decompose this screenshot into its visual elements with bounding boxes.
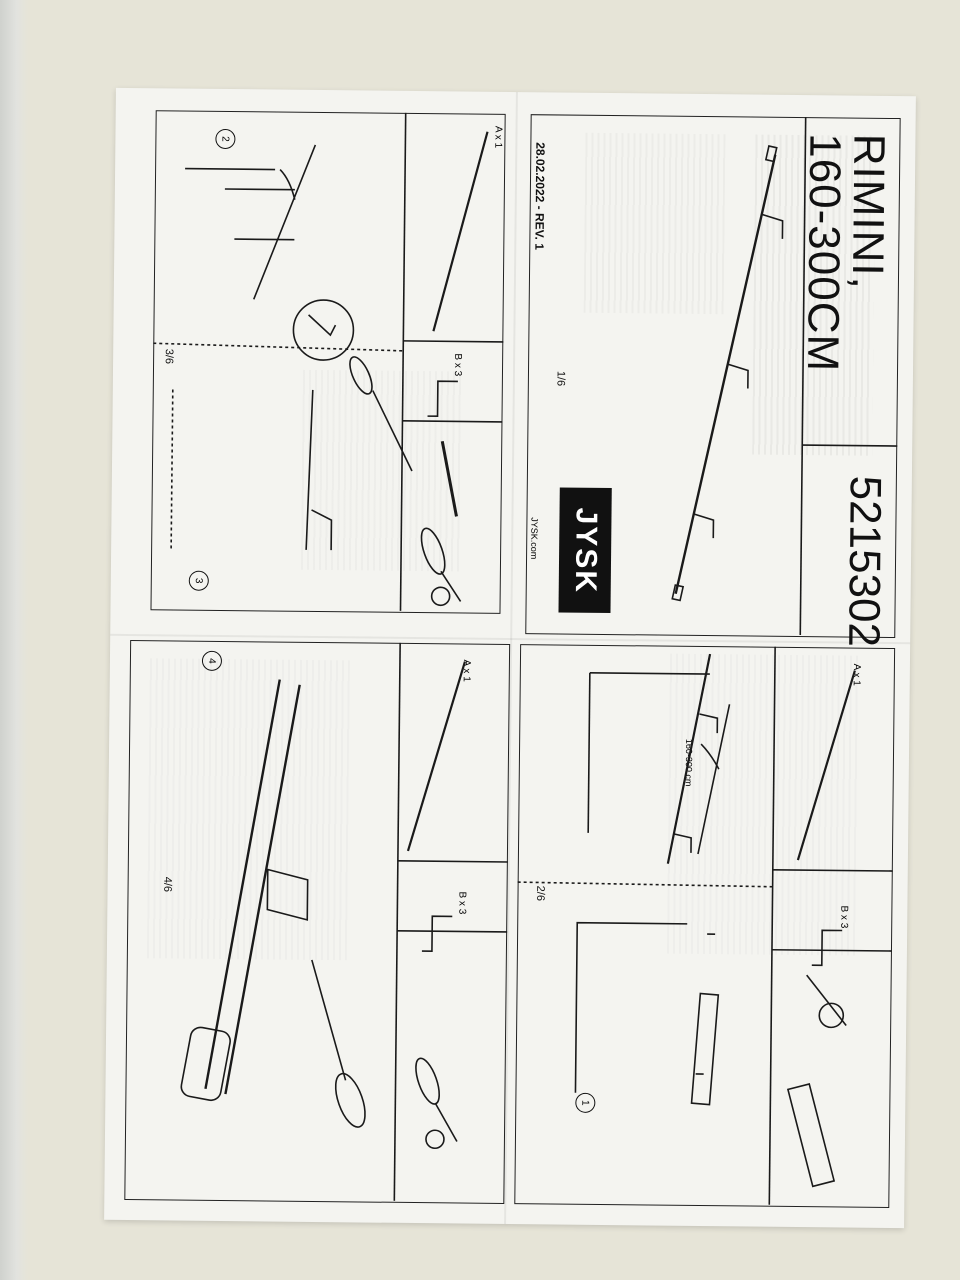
wall-edge	[0, 0, 28, 1280]
instruction-sheet: RIMINI, 160-300CM 5215302 28.02.2022 - R…	[104, 87, 916, 1229]
assembly-illustrations	[153, 112, 898, 1205]
